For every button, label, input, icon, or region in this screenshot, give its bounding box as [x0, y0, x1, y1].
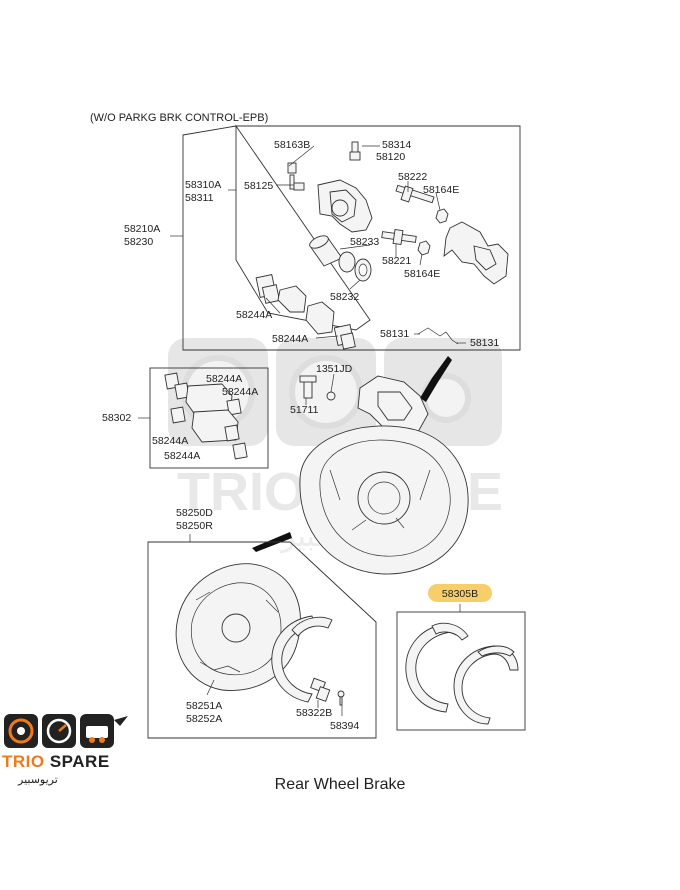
screw-58394: [337, 690, 345, 706]
label-58244A-kit-a: 58244A: [206, 373, 242, 385]
label-58250R: 58250R: [176, 520, 213, 532]
label-58232: 58232: [330, 291, 359, 303]
bleeder-screw: [349, 141, 361, 161]
brand-name: TRIO SPARE: [2, 752, 132, 772]
guide-pin-58221: [381, 229, 417, 245]
label-58322B: 58322B: [296, 707, 332, 719]
parking-brake-shoes-kit: [405, 622, 519, 725]
brake-pad-outer: [305, 301, 335, 335]
arrow-caliper-to-disc: [420, 356, 452, 402]
label-58305B: 58305B: [442, 588, 478, 600]
label-58252A: 58252A: [186, 713, 222, 725]
label-51711: 51711: [290, 404, 319, 416]
label-58230: 58230: [124, 236, 153, 248]
caliper-assembly-outline: [182, 125, 521, 351]
piston-boot: [338, 251, 356, 273]
label-58222: 58222: [398, 171, 427, 183]
label-58310A: 58310A: [185, 179, 221, 191]
leader-lines: [206, 145, 466, 716]
label-58131-a: 58131: [380, 328, 409, 340]
dust-shield-with-shoes: [299, 425, 469, 575]
pad-kit-parts: [164, 372, 248, 460]
pad-clip-58244A-b: [333, 323, 356, 350]
trio-spare-logo: [4, 714, 128, 748]
parking-brake-shoes-lower: [271, 615, 333, 703]
label-58244A-top-b: 58244A: [272, 333, 308, 345]
label-58125: 58125: [244, 180, 273, 192]
caliper-carrier: [443, 221, 509, 285]
label-58164E-top: 58164E: [423, 184, 459, 196]
nut-58164E-top: [435, 208, 449, 224]
label-58131-b: 58131: [470, 337, 499, 349]
wear-sensor-wire: [417, 327, 459, 345]
brake-pad-inner: [277, 285, 307, 313]
highlight-58305B: [428, 584, 492, 602]
diagram-caption: Rear Wheel Brake: [274, 776, 406, 793]
label-58210A: 58210A: [124, 223, 160, 235]
label-58244A-kit-c: 58244A: [152, 435, 188, 447]
label-58302: 58302: [102, 412, 131, 424]
nut-58164E-bottom: [417, 240, 431, 256]
brand-name-first: TRIO: [2, 752, 45, 771]
shoe-kit-outline: [396, 611, 526, 731]
label-58250D: 58250D: [176, 507, 213, 519]
caliper-body: [317, 179, 373, 233]
label-58120: 58120: [376, 151, 405, 163]
label-58311: 58311: [185, 192, 214, 204]
brand-name-second: SPARE: [49, 752, 110, 771]
label-58163B: 58163B: [274, 139, 310, 151]
caliper-assembly-mid: [299, 375, 429, 437]
diagram-header: (W/O PARKG BRK CONTROL-EPB): [90, 112, 268, 124]
backing-plate-outline: [147, 541, 377, 739]
label-58221: 58221: [382, 255, 411, 267]
label-58314: 58314: [382, 139, 411, 151]
label-58164E-bottom: 58164E: [404, 268, 440, 280]
adjuster-58322B: [310, 677, 331, 702]
bolt-58163B: [287, 162, 297, 190]
label-58244A-kit-d: 58244A: [164, 450, 200, 462]
label-58251A: 58251A: [186, 700, 222, 712]
label-58244A-top-a: 58244A: [236, 309, 272, 321]
label-58233: 58233: [350, 236, 379, 248]
backing-plate: [175, 563, 301, 691]
label-1351JD: 1351JD: [316, 363, 353, 375]
label-58394: 58394: [330, 720, 359, 732]
guide-pin-58222: [395, 184, 435, 204]
brand-name-arabic: تريوسبير: [18, 773, 58, 786]
bushing-58125: [293, 182, 305, 191]
label-58244A-kit-b: 58244A: [222, 386, 258, 398]
